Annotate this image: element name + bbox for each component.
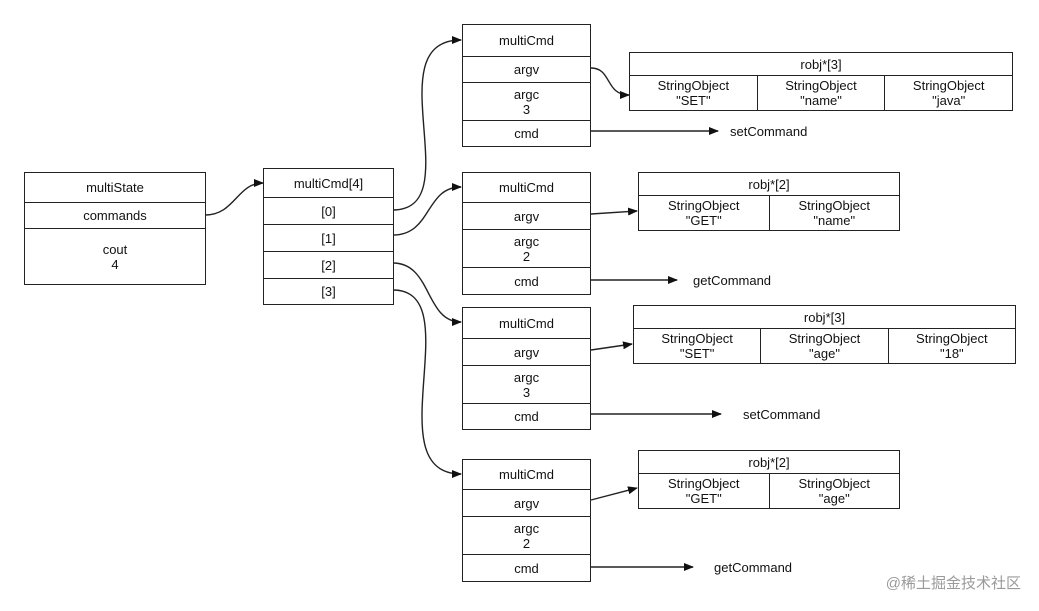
multicmd-cmd: cmd — [463, 403, 590, 429]
multicmd-argv: argv — [463, 56, 590, 82]
multicmd-cmd: cmd — [463, 554, 590, 581]
string-object: StringObject "SET" — [657, 78, 730, 108]
array-slot-3: [3] — [264, 278, 393, 304]
string-object: StringObject "SET" — [661, 331, 733, 361]
arrow-argv3-to-robj — [590, 486, 638, 501]
string-object: StringObject "java" — [884, 76, 1012, 110]
arrow-slot3-to-cmd3 — [392, 289, 462, 478]
string-object: StringObject "age" — [760, 329, 887, 363]
multicmd-argc: argc 2 — [463, 229, 590, 267]
multicmd-argv: argv — [463, 202, 590, 229]
command-target-label: setCommand — [743, 407, 821, 422]
multicmd-array-title: multiCmd[4] — [293, 175, 364, 191]
multicmd-argv: argv — [463, 338, 590, 365]
multicmd-argc: argc 3 — [463, 82, 590, 120]
multistate-commands-field: commands — [25, 202, 205, 228]
multicmd-box-1: multiCmd argv argc 2 cmd — [462, 172, 591, 295]
string-object: StringObject "name" — [756, 76, 885, 110]
multicmd-title: multiCmd — [499, 33, 554, 48]
multicmd-title: multiCmd — [499, 180, 554, 195]
array-slot-1: [1] — [264, 224, 393, 251]
multicmd-title: multiCmd — [499, 467, 554, 482]
robj-title: robj*[2] — [639, 451, 899, 474]
string-object: StringObject "age" — [768, 474, 900, 508]
arrow-commands-to-array — [204, 179, 264, 216]
string-object: StringObject "18" — [887, 329, 1015, 363]
command-target-label: getCommand — [714, 560, 793, 575]
robj-array-1: robj*[2] StringObject "GET" StringObject… — [638, 172, 900, 231]
multicmd-box-0: multiCmd argv argc 3 cmd — [462, 24, 591, 147]
multicmd-cmd: cmd — [463, 267, 590, 294]
robj-array-3: robj*[2] StringObject "GET" StringObject… — [638, 450, 900, 509]
multicmd-cmd: cmd — [463, 120, 590, 146]
robj-title: robj*[2] — [639, 173, 899, 196]
multistate-box: multiState commands cout 4 — [24, 172, 206, 285]
string-object: StringObject "GET" — [667, 476, 740, 506]
string-object: StringObject "GET" — [667, 198, 740, 228]
arrow-slot2-to-cmd2 — [392, 262, 462, 326]
multicmd-array-box: multiCmd[4] [0] [1] [2] [3] — [263, 168, 394, 305]
watermark: @稀土掘金技术社区 — [885, 575, 1021, 592]
multicmd-box-3: multiCmd argv argc 2 cmd — [462, 459, 591, 582]
arrow-argv1-to-robj — [590, 207, 638, 216]
string-object: StringObject "name" — [768, 196, 900, 230]
robj-array-2: robj*[3] StringObject "SET" StringObject… — [633, 305, 1016, 364]
arrow-argv2-to-robj — [590, 341, 633, 351]
arrow-slot0-to-cmd0 — [392, 36, 462, 211]
arrow-slot1-to-cmd1 — [392, 183, 462, 236]
robj-title: robj*[3] — [634, 306, 1015, 329]
multicmd-box-2: multiCmd argv argc 3 cmd — [462, 307, 591, 430]
array-slot-2: [2] — [264, 251, 393, 278]
arrow-argv0-to-robj — [590, 67, 630, 99]
robj-array-0: robj*[3] StringObject "SET" StringObject… — [629, 52, 1013, 111]
multicmd-title: multiCmd — [499, 315, 554, 331]
array-slot-0: [0] — [264, 197, 393, 224]
command-target-label: setCommand — [730, 124, 808, 139]
command-target-label: getCommand — [693, 273, 772, 288]
multicmd-argv: argv — [463, 489, 590, 516]
multicmd-argc: argc 2 — [463, 516, 590, 554]
robj-title: robj*[3] — [630, 53, 1012, 76]
multistate-title: multiState — [86, 180, 144, 195]
multicmd-argc: argc 3 — [463, 365, 590, 403]
multistate-count-field: cout 4 — [25, 228, 205, 284]
